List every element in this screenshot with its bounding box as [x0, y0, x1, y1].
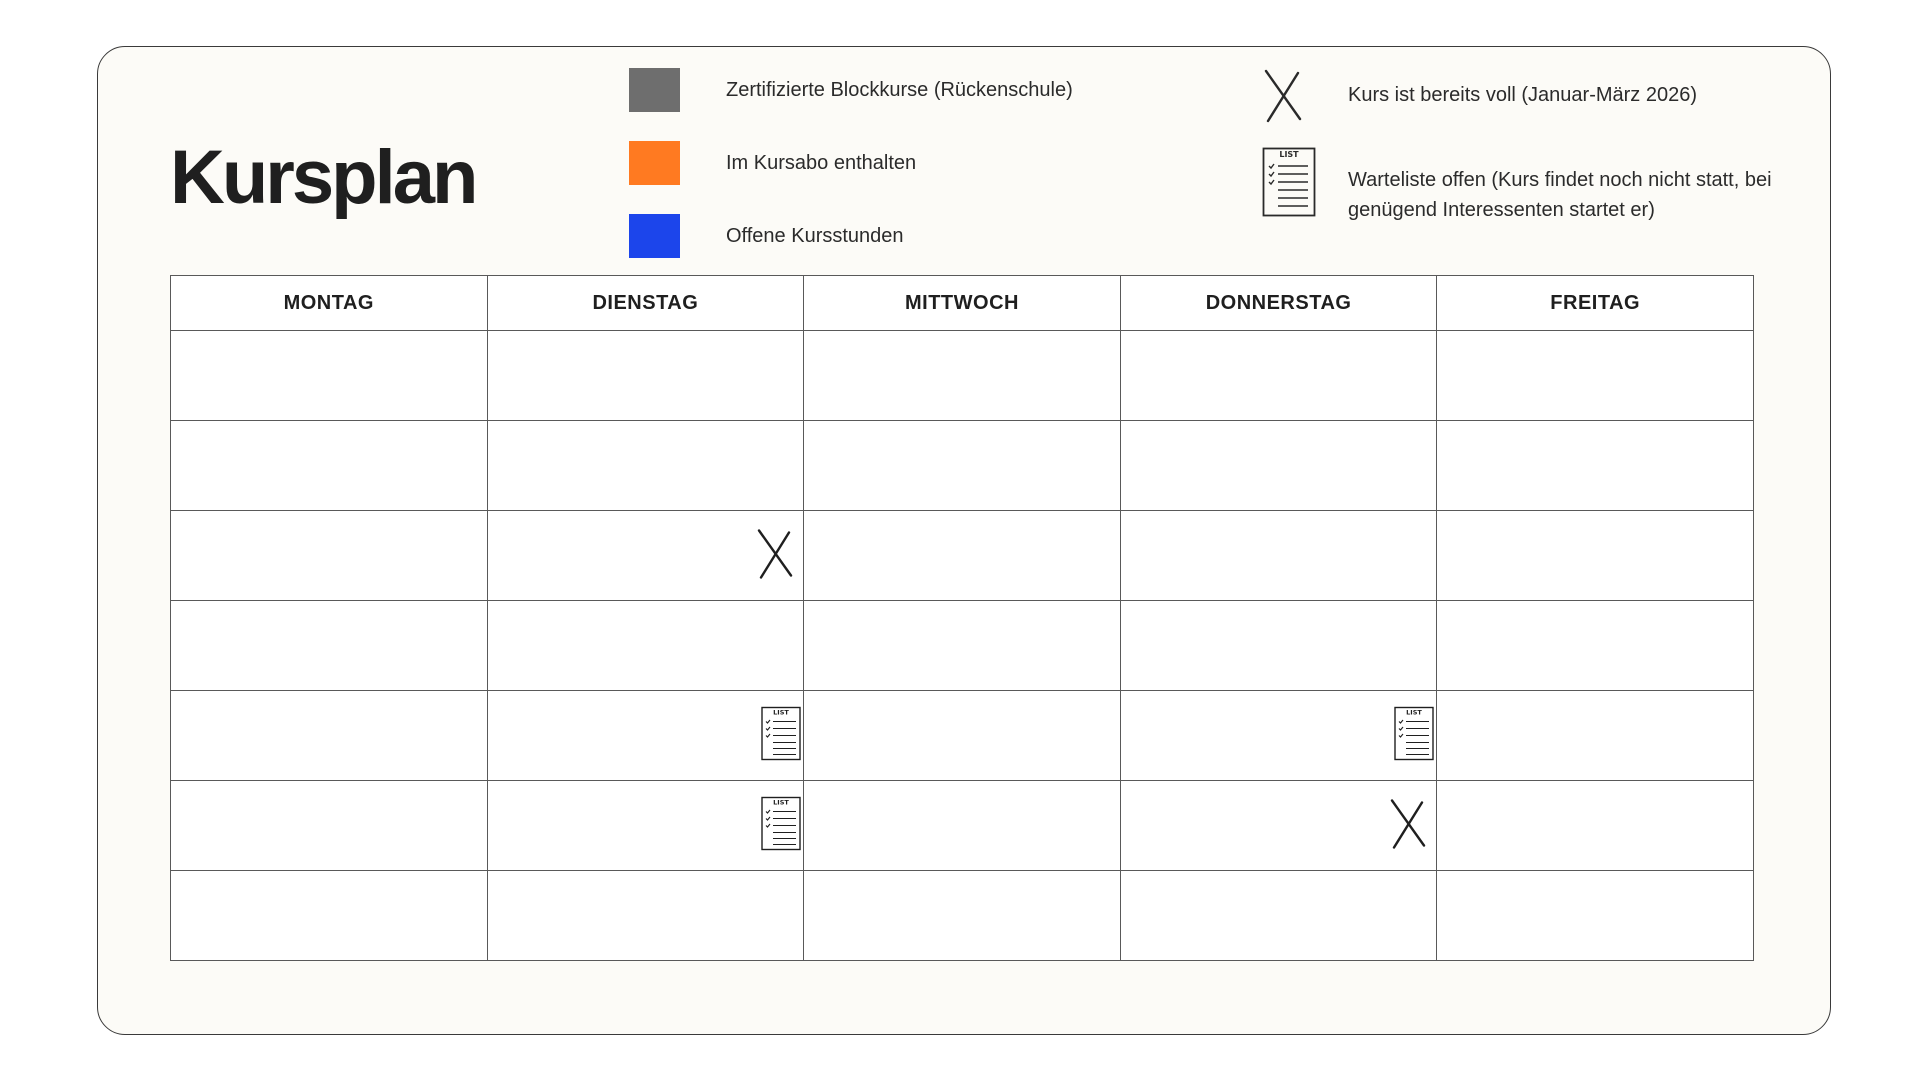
course-time: 11:30-12:30: [584, 559, 706, 586]
list-icon-text: LIST: [773, 798, 789, 806]
empty-cell: [1119, 330, 1438, 421]
empty-cell: [486, 330, 805, 421]
course-cell: Ganzkörpertraining 8:30-9:30: [1436, 330, 1754, 421]
course-cell: Ganzkörpertraining 9:30-10:30: [1436, 420, 1754, 511]
day-header: MONTAG: [170, 275, 488, 331]
course-cell: Rückenschule ZPP 11:30-12:30: [486, 510, 805, 601]
empty-cell: [170, 600, 488, 691]
course-name: Ganzkörpertraining: [1497, 435, 1693, 462]
empty-cell: [486, 870, 805, 961]
legend-waitlist-label: Warteliste offen (Kurs findet noch nicht…: [1348, 169, 1772, 221]
empty-cell: [803, 420, 1121, 511]
course-time: 19:00-20:00: [267, 829, 391, 856]
course-cell: Ganzkörpertraining 10:30-11:30: [1436, 510, 1754, 601]
course-time: 10:30-11:30: [1534, 559, 1656, 586]
list-icon: LIST: [1262, 147, 1316, 222]
empty-cell: [170, 510, 488, 601]
course-cell: Rückenschule ZPP 17:50-18:50: [170, 690, 488, 781]
legend-swatch-gray: [629, 68, 680, 112]
course-time: 9:30-10:30: [1540, 469, 1651, 496]
cross-icon: [1388, 797, 1428, 854]
empty-cell: [170, 870, 488, 961]
empty-cell: [1119, 600, 1438, 691]
course-cell: Rückenschule ZPP 9:30-10:30: [1119, 420, 1438, 511]
day-header: MITTWOCH: [803, 275, 1121, 331]
legend-label: Zertifizierte Blockkurse (Rückenschule): [726, 79, 1073, 101]
legend-swatch-orange: [629, 141, 680, 185]
empty-cell: [1436, 600, 1754, 691]
empty-cell: [486, 420, 805, 511]
course-cell: Widekom-Kurs 16:30-17:30 LIST: [1119, 690, 1438, 781]
table-row: Rückenschule ZPP 19:00-20:00 Faszientraini…: [170, 780, 1754, 871]
course-name: Rückenschule ZPP: [231, 705, 427, 732]
course-name: Rückenschule ZPP: [1180, 435, 1377, 462]
course-time: 17:00-18:00: [900, 739, 1024, 766]
empty-cell: [170, 420, 488, 511]
day-header: DIENSTAG: [486, 275, 805, 331]
course-name: Widekom-Kurs: [1203, 705, 1354, 732]
table-row: [170, 870, 1754, 961]
course-time: 17:15-18:15: [584, 829, 707, 856]
course-name: Rückenschule ZPP: [547, 525, 744, 552]
course-name: Beckenbodentraining: [537, 705, 754, 732]
list-icon: LIST: [761, 796, 801, 855]
empty-cell: [1436, 690, 1754, 781]
list-icon-text: LIST: [1279, 150, 1299, 159]
course-time: 16:00-17:00: [584, 739, 707, 766]
course-time: 17:50-18:50: [267, 739, 391, 766]
course-cell: Rückenschule ZPP 19:00-20:00: [1119, 780, 1438, 871]
course-time: 9:30-10:30: [1223, 469, 1334, 496]
empty-cell: [803, 870, 1121, 961]
course-name: Rückenschule ZPP: [231, 795, 427, 822]
empty-cell: [1119, 870, 1438, 961]
course-time: 19:00-20:00: [1217, 829, 1340, 856]
page-title: Kursplan: [170, 135, 478, 220]
course-time: 15:00-15:45: [584, 649, 707, 676]
legend-item-open-classes: Offene Kursstunden: [629, 214, 904, 258]
course-cell: Yin-Yoga 17:00-18:00: [803, 690, 1121, 781]
empty-cell: [1436, 780, 1754, 871]
legend-item-block-courses: Zertifizierte Blockkurse (Rückenschule): [629, 68, 1073, 112]
empty-cell: [803, 510, 1121, 601]
course-name: Ganzkörpertraining: [1497, 525, 1693, 552]
course-name: Yin-Yoga: [916, 705, 1008, 732]
course-cell: Faszientraining 17:15-18:15 LIST: [486, 780, 805, 871]
list-icon: LIST: [761, 706, 801, 765]
course-cell: Beckenbodentraining 16:00-17:00 LIST: [486, 690, 805, 781]
list-icon-text: LIST: [1407, 708, 1423, 716]
list-icon: LIST: [1394, 706, 1435, 765]
day-header: DONNERSTAG: [1119, 275, 1438, 331]
course-cell: Stuhl-Yoga 15:00-15:45: [486, 600, 805, 691]
legend-label: Offene Kursstunden: [726, 225, 904, 247]
cross-icon: [755, 527, 795, 584]
empty-cell: [170, 330, 488, 421]
table-row: Ganzkörpertraining 8:30-9:30: [170, 330, 1754, 421]
course-time: 8:30-9:30: [1546, 379, 1644, 406]
list-icon-text: LIST: [773, 708, 789, 716]
day-header: FREITAG: [1436, 275, 1754, 331]
course-time: 16:30-17:30: [1217, 739, 1340, 766]
course-name: Faszientraining: [567, 795, 724, 822]
table-row: Stuhl-Yoga 15:00-15:45: [170, 600, 1754, 691]
course-cell: Rückenschule ZPP 19:00-20:00: [170, 780, 488, 871]
empty-cell: [1119, 510, 1438, 601]
legend-full-label: Kurs ist bereits voll (Januar-März 2026): [1348, 84, 1698, 106]
empty-cell: [1436, 870, 1754, 961]
legend-item-course-subscription: Im Kursabo enthalten: [629, 141, 916, 185]
course-name: Ganzkörpertraining: [1497, 345, 1693, 372]
legend-swatch-blue: [629, 214, 680, 258]
legend-label: Im Kursabo enthalten: [726, 152, 917, 174]
course-name: Stuhl-Yoga: [589, 615, 702, 642]
empty-cell: [803, 780, 1121, 871]
empty-cell: [803, 600, 1121, 691]
table-row: Rückenschule ZPP 17:50-18:50 Beckenbodentr…: [170, 690, 1754, 781]
empty-cell: [803, 330, 1121, 421]
table-row: Rückenschule ZPP 11:30-12:30 Ganzkörpertra…: [170, 510, 1754, 601]
course-name: Rückenschule ZPP: [1180, 795, 1377, 822]
cross-icon: [1262, 67, 1304, 128]
